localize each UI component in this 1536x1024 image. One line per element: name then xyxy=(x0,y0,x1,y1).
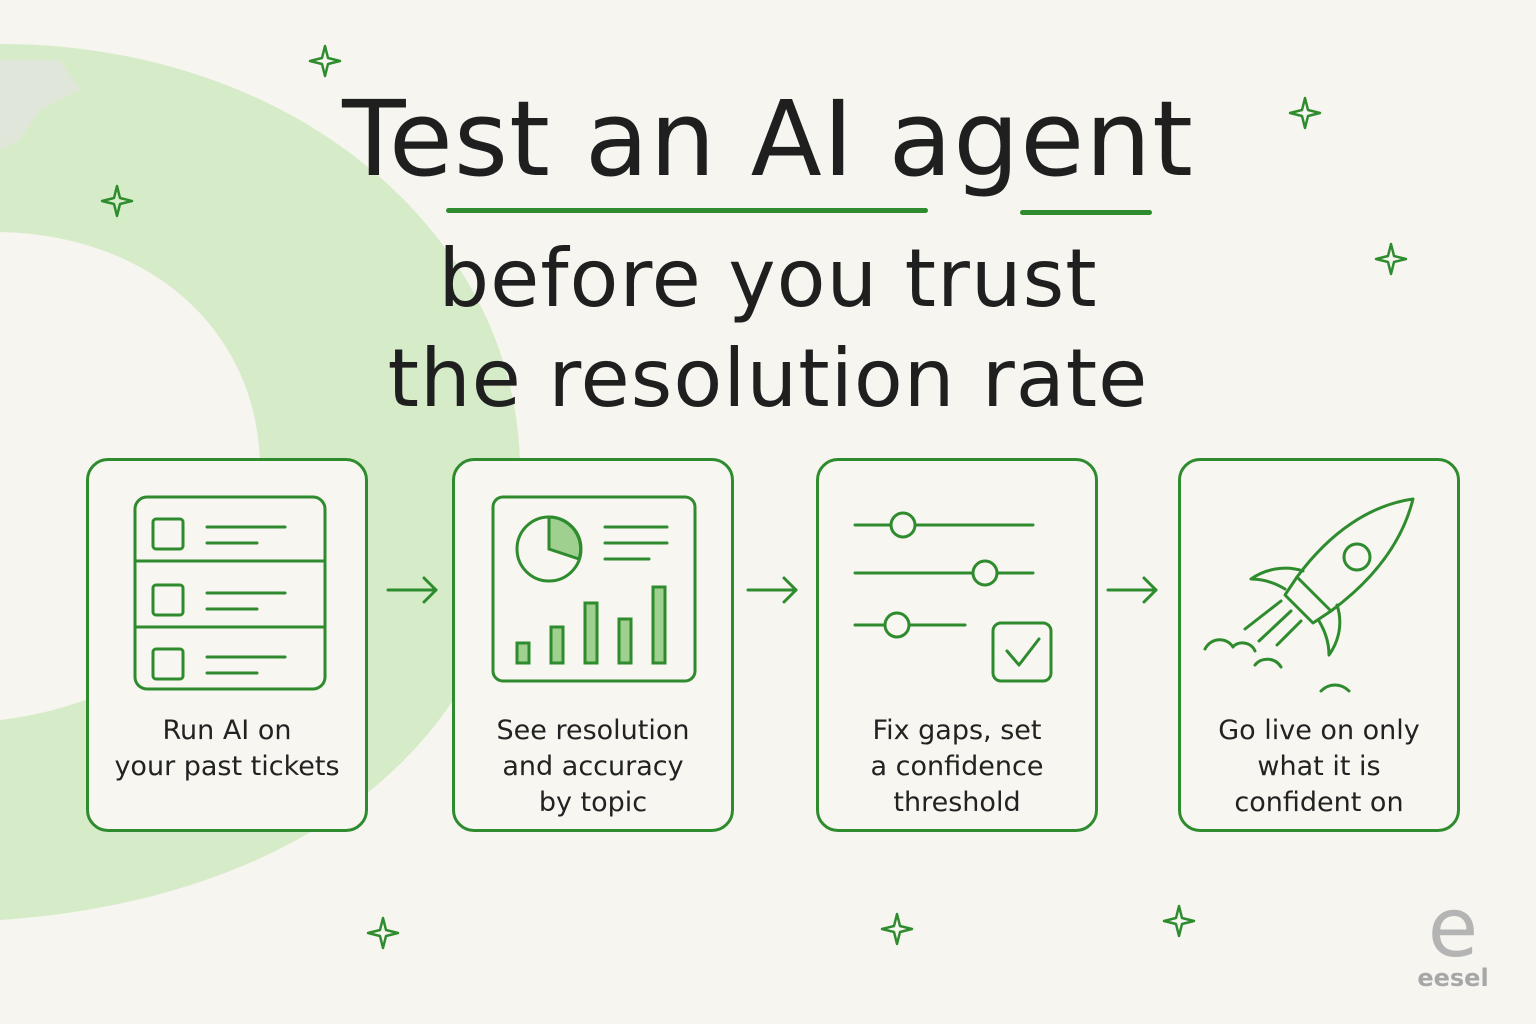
step-label: See resolution and accuracy by topic xyxy=(496,715,690,818)
title-underline-right xyxy=(1020,210,1152,215)
brand-mark: e xyxy=(1427,881,1479,976)
sparkle-icon xyxy=(1288,96,1322,130)
step-card-run-ai: Run AI on your past tickets xyxy=(86,458,368,832)
arrow-right-icon xyxy=(386,576,438,604)
title-line-3: the resolution rate xyxy=(387,332,1149,425)
title-line-2: before you trust xyxy=(438,232,1098,325)
brand-name: eesel xyxy=(1417,964,1489,992)
title-underline-left xyxy=(446,208,928,213)
sliders-checkbox-icon xyxy=(853,511,1053,683)
title-line-1: Test an AI agent xyxy=(342,78,1194,200)
step-card-see-resolution: See resolution and accuracy by topic xyxy=(452,458,734,832)
ticket-list-icon xyxy=(133,495,327,691)
sparkle-icon xyxy=(366,916,400,950)
brand-logo: e eesel xyxy=(1408,888,1498,998)
sparkle-icon xyxy=(880,912,914,946)
sparkle-icon xyxy=(1162,904,1196,938)
step-label: Run AI on your past tickets xyxy=(114,715,340,782)
rocket-icon xyxy=(1203,497,1415,693)
arrow-right-icon xyxy=(1106,576,1158,604)
step-card-fix-gaps: Fix gaps, set a confidence threshold xyxy=(816,458,1098,832)
step-label: Go live on only what it is confident on xyxy=(1218,715,1420,818)
sparkle-icon xyxy=(1374,242,1408,276)
arrow-right-icon xyxy=(746,576,798,604)
step-label: Fix gaps, set a confidence threshold xyxy=(870,715,1044,818)
dashboard-chart-icon xyxy=(491,495,697,683)
step-card-go-live: Go live on only what it is confident on xyxy=(1178,458,1460,832)
sparkle-icon xyxy=(100,184,134,218)
sparkle-icon xyxy=(308,44,342,78)
